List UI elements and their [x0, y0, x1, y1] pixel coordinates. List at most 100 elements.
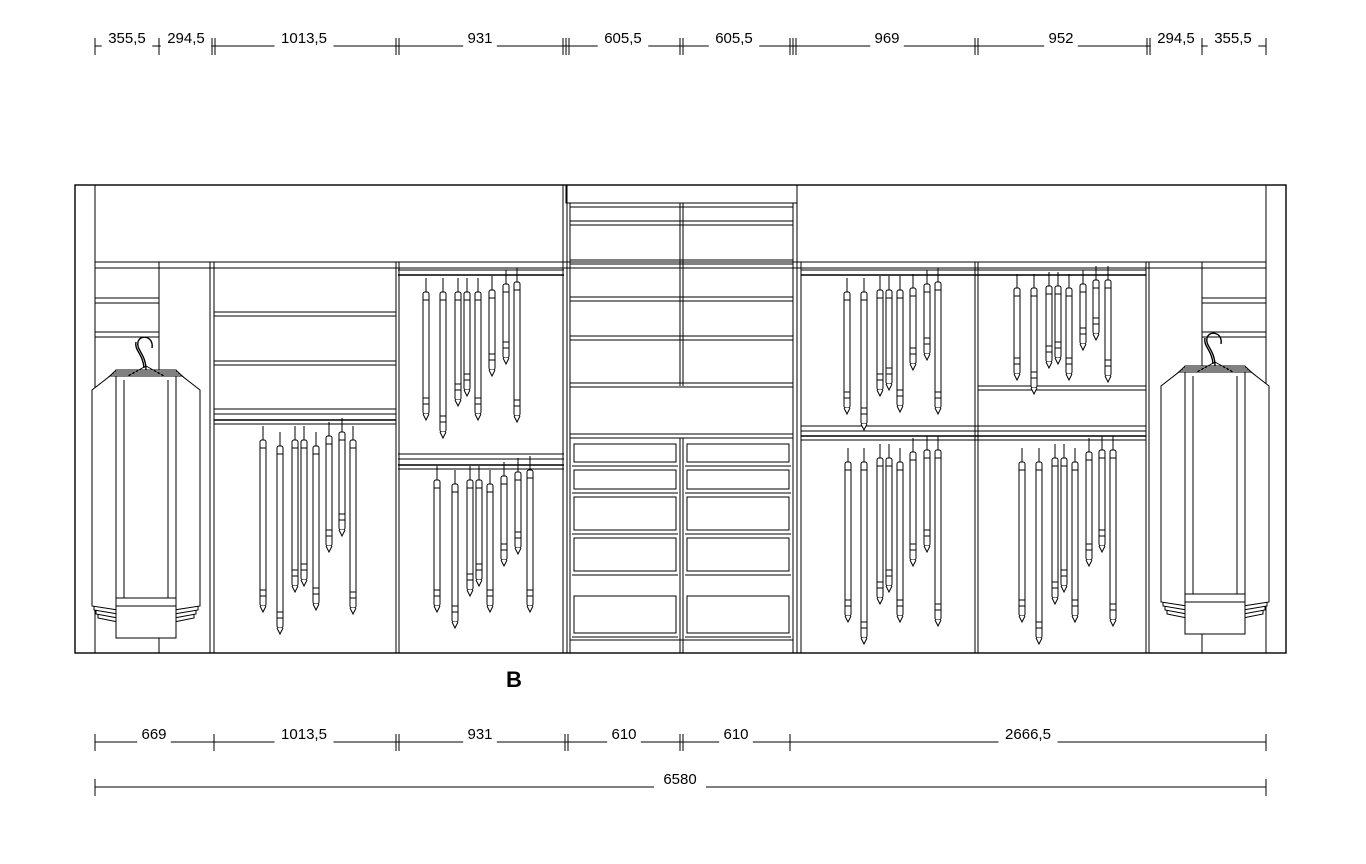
- top-dimension-label: 355,5: [1214, 30, 1252, 47]
- bottom-dimension-label: 931: [467, 726, 492, 743]
- hanging-garment: [1035, 448, 1043, 646]
- bottom-dimension-label: 610: [611, 726, 636, 743]
- hanging-garment: [860, 278, 868, 432]
- hanging-garment: [876, 276, 884, 398]
- coat-hanger-hook-icon: [1204, 332, 1222, 367]
- hanging-garment: [843, 278, 851, 416]
- hanging-garment: [276, 432, 284, 636]
- hanging-garment: [1071, 448, 1079, 624]
- hanging-garment: [1109, 436, 1117, 628]
- top-dimension-label: 605,5: [604, 30, 642, 47]
- hanging-garment: [844, 448, 852, 624]
- top-dimension-5: 605,5: [597, 29, 649, 47]
- hanging-garment: [1030, 274, 1038, 396]
- elevation-label: B: [506, 667, 522, 692]
- hanging-garment: [1051, 444, 1059, 606]
- hanging-garment: [876, 444, 884, 606]
- hanging-garment: [1079, 270, 1087, 352]
- hanging-garment: [1018, 448, 1026, 624]
- hanging-garment: [451, 470, 459, 630]
- bottom-dimension-chain: 669 1013,5 931 610 610 2666,5: [94, 725, 1267, 751]
- top-dimension-2: 294,5: [160, 29, 212, 47]
- hanging-garment: [475, 466, 483, 588]
- hanging-garment: [934, 268, 942, 416]
- top-dimension-9: 294,5: [1150, 29, 1202, 47]
- top-dimension-10: 355,5: [1207, 29, 1259, 47]
- hanging-garment: [923, 436, 931, 554]
- top-dimension-chain: 355,5 294,5 1013,5 931 605,5 605,5 969 952 294,5…: [94, 29, 1267, 55]
- bottom-dimension-label: 610: [723, 726, 748, 743]
- central-tower: [565, 184, 798, 653]
- hanging-garment: [909, 438, 917, 568]
- hanging-garment: [488, 276, 496, 378]
- hanging-garment: [433, 466, 441, 614]
- section-dividers: [158, 185, 1203, 653]
- hanging-garment: [439, 278, 447, 440]
- section-rails-969-952: [801, 269, 1146, 441]
- top-dimension-1: 355,5: [101, 29, 153, 47]
- hanging-garment: [1092, 266, 1100, 342]
- left-end-shelves: [95, 297, 159, 338]
- hanging-garment: [896, 276, 904, 414]
- top-dimension-label: 931: [467, 30, 492, 47]
- hanging-garment: [259, 426, 267, 614]
- hanging-garments: [259, 266, 1117, 646]
- hanging-garment: [909, 274, 917, 372]
- hanging-garment: [466, 466, 474, 598]
- hanging-garment: [526, 456, 534, 614]
- top-dimension-3: 1013,5: [274, 29, 334, 47]
- coat-hanger-hook-icon: [135, 336, 153, 371]
- hanging-garment: [513, 268, 521, 424]
- top-dimension-label: 1013,5: [281, 30, 327, 47]
- hanging-garment: [1054, 272, 1062, 366]
- total-dimension-chain: 6580: [94, 770, 1267, 796]
- hanging-garment: [1060, 444, 1068, 594]
- bottom-dimension-3: 931: [463, 725, 497, 743]
- hanging-garment: [923, 270, 931, 362]
- top-dimension-label: 952: [1048, 30, 1073, 47]
- hanging-garment: [422, 278, 430, 422]
- hanging-garment: [885, 276, 893, 392]
- top-dimension-label: 294,5: [167, 30, 205, 47]
- hanging-garment: [500, 462, 508, 568]
- hanging-garment: [291, 426, 299, 594]
- coat-left: [91, 336, 201, 639]
- hanging-garment: [896, 448, 904, 624]
- top-dimension-label: 355,5: [108, 30, 146, 47]
- hanging-garment: [885, 444, 893, 594]
- hanging-garment: [349, 426, 357, 616]
- bottom-dimension-4: 610: [607, 725, 641, 743]
- top-dimension-label: 605,5: [715, 30, 753, 47]
- top-dimension-7: 969: [870, 29, 904, 47]
- top-dimension-label: 294,5: [1157, 30, 1195, 47]
- section-shelves-1013: [214, 311, 396, 425]
- hanging-garment: [463, 278, 471, 398]
- bottom-dimension-2: 1013,5: [274, 725, 334, 743]
- hanging-garment: [454, 278, 462, 408]
- hanging-garment: [1098, 436, 1106, 554]
- hanging-garment: [1045, 272, 1053, 370]
- bottom-dimension-1: 669: [137, 725, 171, 743]
- bottom-dimension-6: 2666,5: [998, 725, 1058, 743]
- coat-garment: [1160, 361, 1270, 635]
- hanging-garment: [474, 278, 482, 422]
- hanging-garment: [338, 418, 346, 538]
- bottom-dimension-5: 610: [719, 725, 753, 743]
- bottom-dimension-label: 669: [141, 726, 166, 743]
- bottom-dimension-label: 1013,5: [281, 726, 327, 743]
- top-dimension-6: 605,5: [708, 29, 760, 47]
- top-dimension-8: 952: [1044, 29, 1078, 47]
- right-end-shelves: [1202, 297, 1266, 338]
- hanging-garment: [502, 270, 510, 366]
- hanging-garment: [514, 458, 522, 556]
- hanging-garment: [486, 470, 494, 614]
- top-dimension-4: 931: [463, 29, 497, 47]
- hanging-garment: [860, 448, 868, 646]
- total-dimension-label: 6580: [663, 771, 696, 788]
- hanging-garment: [1085, 438, 1093, 568]
- coat-right: [1160, 332, 1270, 635]
- hanging-garment: [1013, 274, 1021, 382]
- coat-garment: [91, 365, 201, 639]
- hanging-garment: [312, 432, 320, 612]
